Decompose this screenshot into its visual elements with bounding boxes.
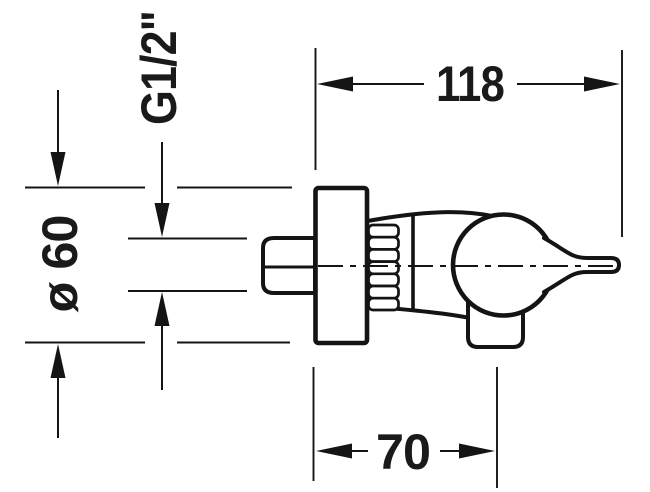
knurl-band (367, 223, 400, 239)
dimension-flange-diameter: ø 60 (25, 90, 292, 438)
knurled-ring (367, 223, 400, 312)
arrowhead-left (316, 443, 352, 459)
dimension-label-flange-diameter: ø 60 (32, 216, 88, 313)
arrowhead-right (584, 76, 620, 92)
knurl-band (367, 272, 400, 288)
dimension-connection-thread: G1/2" (128, 11, 247, 390)
arrowhead-up (154, 292, 170, 326)
knurl-band (367, 284, 400, 300)
knurl-band (367, 260, 400, 276)
handle-spout-outline (542, 236, 621, 294)
knurl-band (367, 296, 400, 312)
dimension-label-total-depth: 118 (436, 56, 504, 112)
arrowhead-left (317, 76, 353, 92)
arrowhead-down (50, 152, 66, 186)
dimension-total-depth: 118 (314, 48, 623, 237)
knurl-band (367, 248, 400, 263)
arrowhead-down (154, 203, 170, 237)
knurl-band (367, 235, 400, 251)
valve-body-ball (450, 212, 557, 318)
mixer-body-top-edge (365, 210, 494, 223)
arrowhead-right (459, 443, 495, 459)
dimension-label-connection-thread: G1/2" (131, 11, 187, 125)
dimension-outlet-offset: 70 (312, 367, 498, 488)
dimension-label-outlet-offset: 70 (376, 424, 430, 480)
arrowhead-up (50, 344, 66, 378)
